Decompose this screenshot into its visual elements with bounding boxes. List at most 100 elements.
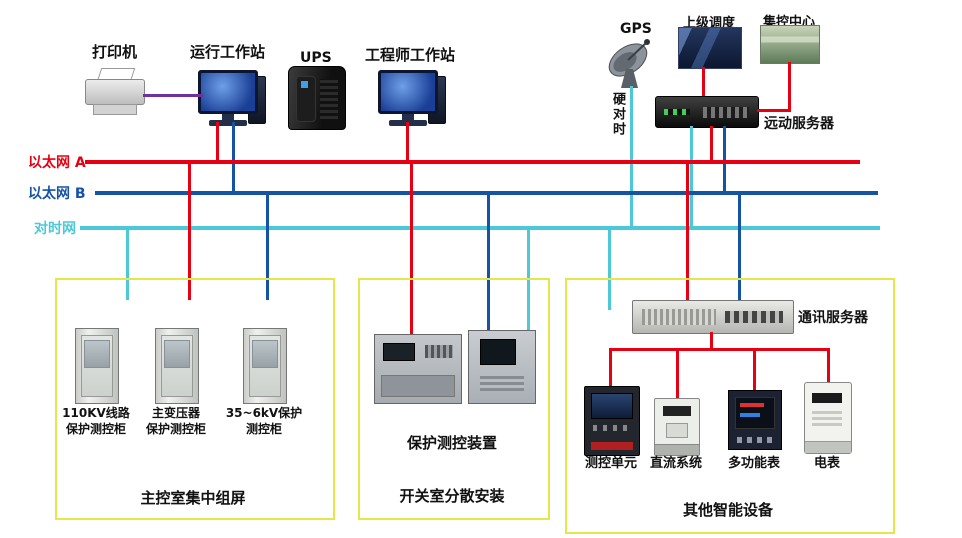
- link-rtu-control-center-v: [788, 62, 791, 112]
- protection-device-icon-2: [468, 330, 536, 404]
- printer-body: [85, 79, 145, 105]
- multifunction-meter-icon: [728, 390, 782, 450]
- cabinet-transformer-icon: [155, 328, 199, 404]
- multifunction-meter-label: 多功能表: [727, 456, 780, 471]
- link-op-ws-eth-a: [216, 122, 219, 162]
- link-printer-to-op-ws: [143, 94, 203, 97]
- drop-eth-b-middle-box: [487, 193, 490, 330]
- dc-system-icon: [654, 398, 700, 456]
- link-comm-server-trunk: [710, 332, 713, 348]
- display-blue-readout: [740, 413, 760, 417]
- cabinet-window: [84, 340, 110, 368]
- device-screen: [591, 393, 633, 419]
- device-terminals: [805, 441, 851, 453]
- display-red-readout: [740, 403, 764, 407]
- device-markings: [812, 411, 842, 426]
- drop-eth-a-left-box: [188, 162, 191, 300]
- cabinet-110kv-label: 110KV线路 保护测控柜: [56, 406, 136, 437]
- cabinet-110kv-icon: [75, 328, 119, 404]
- comm-server-label: 通讯服务器: [798, 310, 868, 326]
- control-center-photo: [760, 25, 820, 64]
- comm-server-vents: [642, 309, 716, 325]
- cabinet-35-6kv-label: 35~6kV保护 测控柜: [224, 406, 304, 437]
- right-zone-box: [565, 278, 895, 534]
- device-terminals: [655, 444, 699, 455]
- device-buttons: [593, 425, 631, 431]
- drop-eth-a-middle-box: [410, 162, 413, 334]
- hard-time-sync-label: 硬对时: [610, 92, 625, 137]
- cabinet-window: [252, 340, 278, 368]
- drop-time-net-right-box: [608, 228, 611, 310]
- cabinet-label-line1: 110KV线路: [62, 406, 130, 420]
- dispatch-photo: [678, 27, 742, 69]
- middle-zone-box: [358, 278, 550, 520]
- link-rtu-control-center-h: [757, 109, 791, 112]
- protection-device-label: 保护测控装置: [406, 434, 497, 452]
- comm-server-icon: [632, 300, 794, 334]
- op-workstation-monitor-icon: [198, 70, 258, 126]
- drop-comm-multifunction: [753, 348, 756, 390]
- ethernet-a-bus-label: 以太网 A: [28, 155, 86, 171]
- eng-workstation-monitor-icon: [378, 70, 438, 126]
- ups-display: [301, 81, 308, 88]
- drop-comm-munit: [609, 348, 612, 386]
- device-buttons: [737, 437, 773, 443]
- measure-control-unit-icon: [584, 386, 640, 456]
- gps-dish-drawing: [608, 39, 650, 88]
- drop-time-net-left-box: [126, 228, 129, 300]
- eng-workstation-label: 工程师工作站: [365, 46, 456, 64]
- link-rtu-time-net: [690, 126, 693, 228]
- monitor-screen: [378, 70, 438, 114]
- link-rtu-dispatch: [702, 67, 705, 96]
- link-rtu-eth-a: [710, 126, 713, 162]
- printer-output-tray: [93, 104, 137, 115]
- electric-meter-label: 电表: [813, 456, 840, 471]
- cabinet-window: [164, 340, 190, 368]
- monitor-screen: [198, 70, 258, 114]
- electric-meter-icon: [804, 382, 852, 454]
- right-zone-title: 其他智能设备: [682, 501, 773, 519]
- cabinet-label-line2: 保护测控柜: [65, 421, 126, 436]
- left-zone-box: [55, 278, 335, 520]
- device-buttons: [425, 345, 453, 358]
- protection-device-icon-1: [374, 334, 462, 404]
- monitor-neck: [402, 114, 414, 120]
- measure-control-unit-label: 测控单元: [584, 456, 637, 471]
- rtu-leds: [664, 109, 690, 115]
- ethernet-b-bus: [95, 191, 878, 195]
- drop-eth-b-left-box: [266, 193, 269, 300]
- ups-vents: [320, 79, 338, 119]
- ethernet-a-bus: [85, 160, 860, 164]
- device-display: [812, 393, 842, 403]
- device-screen: [480, 339, 516, 365]
- monitor-neck: [222, 114, 234, 120]
- drop-eth-a-comm-server: [686, 162, 689, 302]
- link-rtu-eth-b: [723, 126, 726, 193]
- device-lower-panel: [381, 375, 455, 397]
- rtu-server-label: 远动服务器: [764, 116, 834, 132]
- ups-icon: [288, 66, 346, 130]
- cabinet-transformer-label: 主变压器 保护测控柜: [136, 406, 216, 437]
- device-dial: [666, 423, 688, 438]
- link-eng-ws-eth-a: [406, 122, 409, 162]
- rtu-ports: [703, 107, 749, 118]
- gps-dish-icon: [604, 36, 662, 90]
- comm-server-ports: [725, 311, 783, 323]
- cabinet-label-line2: 测控柜: [245, 421, 282, 436]
- dc-system-label: 直流系统: [649, 456, 702, 471]
- cabinet-label-line2: 保护测控柜: [145, 421, 206, 436]
- ups-label: UPS: [300, 50, 332, 66]
- device-keypad: [480, 373, 524, 391]
- op-workstation-label: 运行工作站: [190, 43, 266, 61]
- device-display: [663, 406, 691, 416]
- rtu-server-icon: [655, 96, 759, 128]
- comm-distribution-line: [609, 348, 830, 351]
- gps-label: GPS: [620, 21, 652, 37]
- cabinet-35-6kv-icon: [243, 328, 287, 404]
- ethernet-b-bus-label: 以太网 B: [28, 186, 86, 202]
- cabinet-label-line1: 35~6kV保护: [225, 406, 303, 420]
- drop-comm-dc-system: [676, 348, 679, 398]
- link-op-ws-eth-b: [232, 122, 235, 193]
- left-zone-title: 主控室集中组屏: [140, 489, 246, 507]
- drop-comm-emeter: [827, 348, 830, 382]
